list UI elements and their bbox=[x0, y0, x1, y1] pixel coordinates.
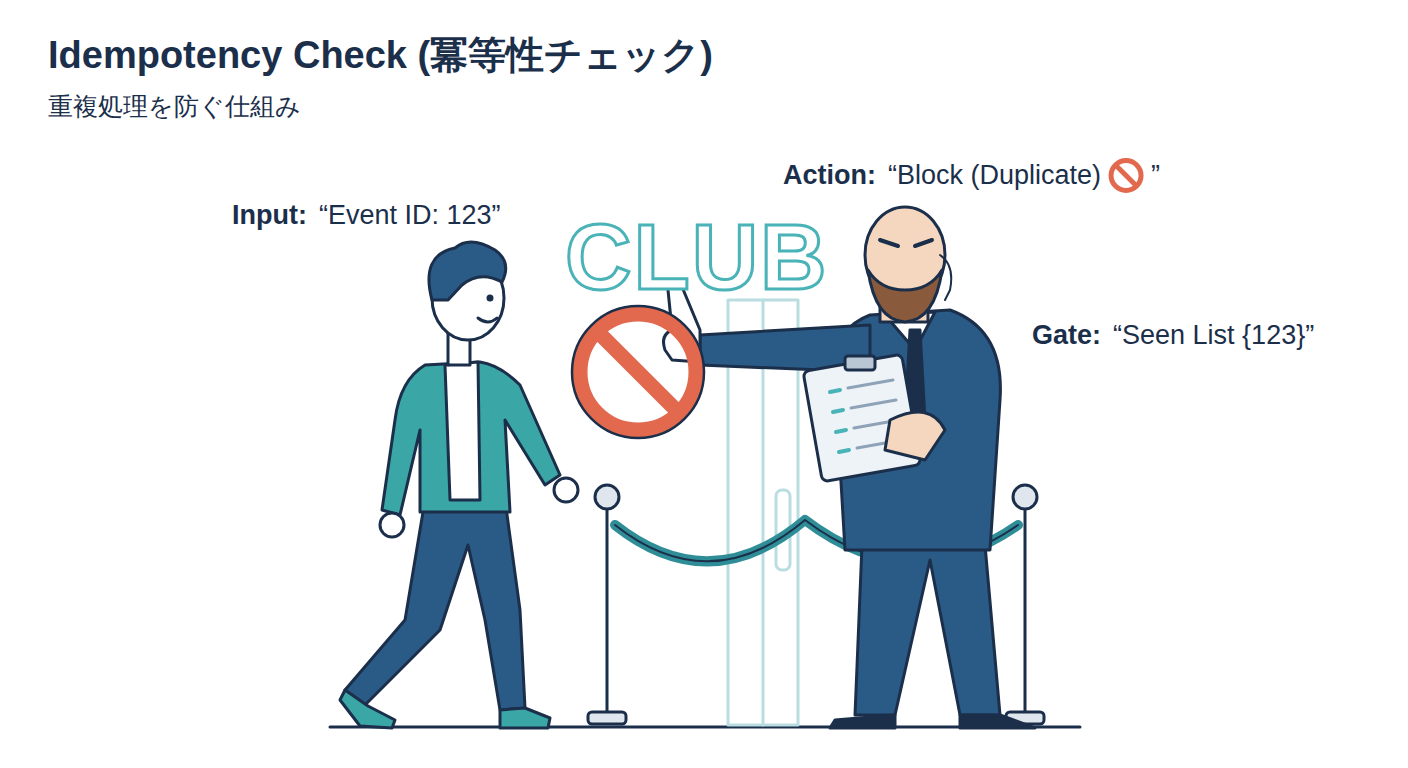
diagram-subtitle: 重複処理を防ぐ仕組み bbox=[48, 90, 301, 123]
guest-figure bbox=[340, 242, 578, 728]
prohibition-sign bbox=[572, 306, 704, 438]
input-label: Input: bbox=[232, 200, 307, 231]
gate-value: “Seen List {123}” bbox=[1113, 320, 1314, 351]
diagram-title: Idempotency Check (冪等性チェック) bbox=[48, 30, 713, 81]
quote-mark: ” bbox=[1151, 160, 1160, 191]
action-value: “Block (Duplicate) bbox=[888, 160, 1101, 191]
input-value: “Event ID: 123” bbox=[319, 200, 501, 231]
action-label: Action: bbox=[783, 160, 876, 191]
club-sign: CLUB bbox=[565, 205, 829, 310]
prohibition-icon bbox=[1111, 161, 1141, 191]
gate-label: Gate: bbox=[1032, 320, 1101, 351]
